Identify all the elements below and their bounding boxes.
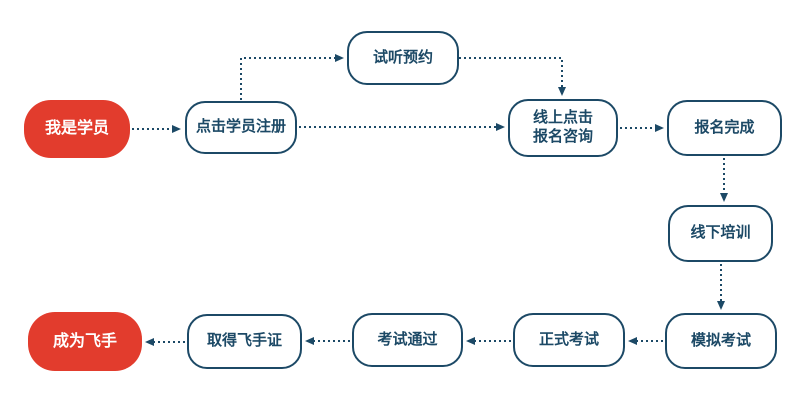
node-mock-exam: 模拟考试	[665, 313, 777, 369]
node-click-student-register: 点击学员注册	[185, 101, 297, 154]
node-become-pilot: 成为飞手	[28, 312, 142, 371]
node-registration-complete: 报名完成	[667, 100, 782, 156]
node-formal-exam: 正式考试	[513, 313, 625, 367]
edge-register-trial	[240, 54, 344, 100]
node-get-pilot-certificate: 取得飞手证	[187, 314, 302, 369]
node-exam-passed: 考试通过	[352, 313, 463, 367]
edge-trial-consult	[459, 57, 566, 96]
node-start-i-am-student: 我是学员	[24, 100, 130, 158]
node-online-signup-consult: 线上点击 报名咨询	[508, 99, 618, 157]
node-offline-training: 线下培训	[668, 205, 773, 262]
node-trial-appointment: 试听预约	[347, 31, 459, 85]
